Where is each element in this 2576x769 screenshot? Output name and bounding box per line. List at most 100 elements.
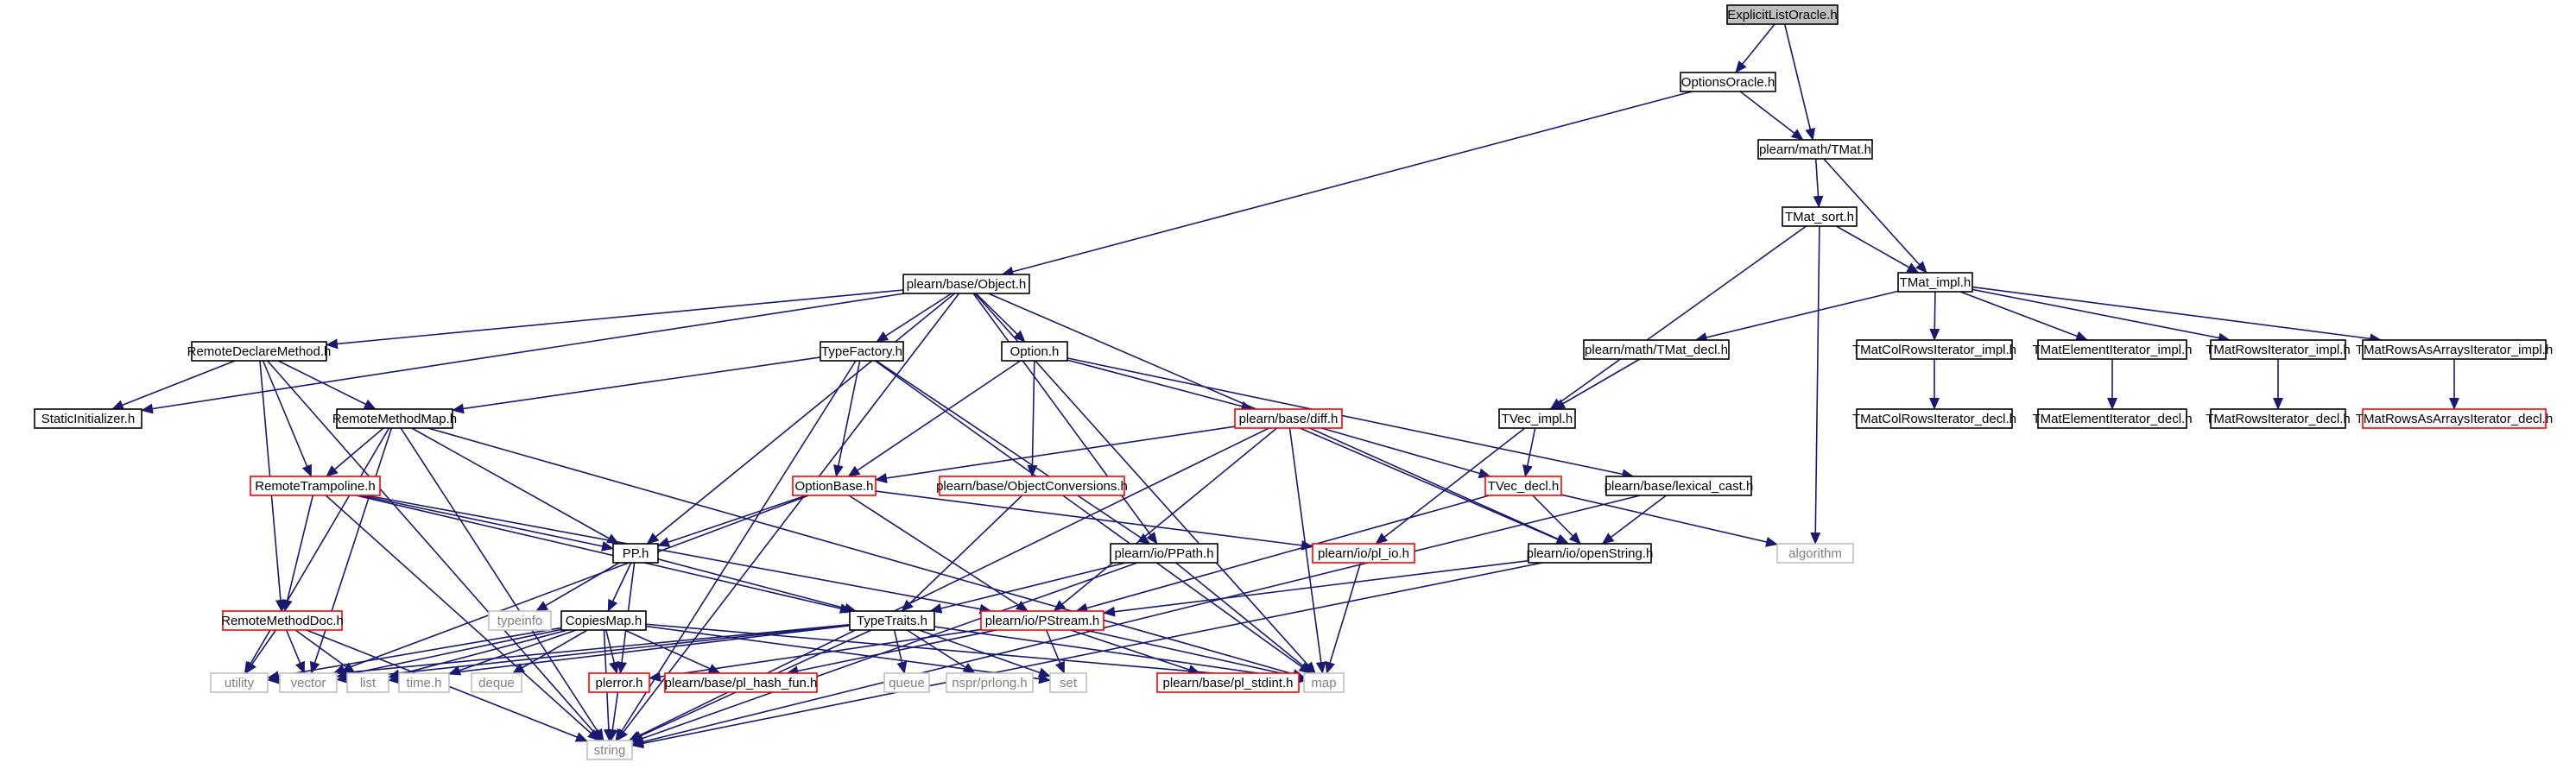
node-optionsoracle[interactable]: OptionsOracle.h [1680, 72, 1776, 92]
edge-typefactory-to-map [874, 360, 1312, 674]
edge-option-to-objconv [1027, 360, 1038, 477]
node-label-rowsimpl: TMatRowsIterator_impl.h [2206, 343, 2351, 357]
node-set[interactable]: set [1049, 672, 1087, 693]
node-explicit[interactable]: ExplicitListOracle.h [1726, 4, 1839, 25]
edge-pph-to-typetraits [657, 558, 858, 614]
edge-object-to-pph [646, 293, 956, 545]
node-label-typetraits: TypeTraits.h [857, 614, 927, 628]
node-box-diff [1234, 408, 1343, 429]
node-arraysimpl[interactable]: TMatRowsAsArraysIterator_impl.h [2356, 339, 2553, 360]
node-remotemethoddoc[interactable]: RemoteMethodDoc.h [221, 610, 344, 631]
edge-pph-to-typeinfo [535, 562, 620, 612]
node-objconv[interactable]: plearn/base/ObjectConversions.h [936, 476, 1128, 496]
node-box-string [586, 740, 633, 760]
node-label-vector: vector [291, 676, 326, 690]
edge-copiesmap-to-set [645, 625, 1051, 684]
edge-pstream-to-map [1085, 629, 1305, 681]
edge-remotemethoddoc-to-vector [285, 629, 306, 674]
node-box-stdint [1156, 672, 1300, 693]
node-label-coldecl: TMatColRowsIterator_decl.h [1852, 412, 2016, 426]
node-pstream[interactable]: plearn/io/PStream.h [980, 610, 1104, 631]
node-hashfun[interactable]: plearn/base/pl_hash_fun.h [664, 672, 818, 693]
node-deque[interactable]: deque [471, 672, 522, 693]
edge-remotemethodmap-to-vector [309, 427, 393, 674]
edge-remotedeclare-to-staticinit [111, 360, 236, 410]
node-copiesmap[interactable]: CopiesMap.h [560, 610, 647, 631]
node-trampoline[interactable]: RemoteTrampoline.h [250, 476, 381, 496]
edge-typetraits-to-vector [336, 624, 851, 684]
edge-optionbase-to-pstream [848, 495, 1029, 612]
edge-tvecimpl-to-plio [1375, 427, 1526, 545]
node-string[interactable]: string [586, 740, 633, 760]
node-label-remotedeclare: RemoteDeclareMethod.h [187, 344, 332, 359]
node-option[interactable]: Option.h [1001, 341, 1068, 362]
node-object[interactable]: plearn/base/Object.h [902, 274, 1030, 294]
node-list[interactable]: list [346, 672, 389, 693]
node-stdint[interactable]: plearn/base/pl_stdint.h [1156, 672, 1300, 693]
edge-trampoline-to-remotemethoddoc [282, 495, 314, 612]
node-coldecl[interactable]: TMatColRowsIterator_decl.h [1852, 408, 2016, 429]
node-timeh[interactable]: time.h [398, 672, 450, 693]
node-colimpl[interactable]: TMatColRowsIterator_impl.h [1852, 339, 2016, 360]
node-staticinit[interactable]: StaticInitializer.h [34, 408, 142, 429]
node-label-tvecdecl: TVec_decl.h [1488, 479, 1560, 494]
node-label-object: plearn/base/Object.h [907, 277, 1026, 292]
node-box-plio [1312, 543, 1415, 564]
node-box-trampoline [250, 476, 381, 496]
node-tvecdecl[interactable]: TVec_decl.h [1484, 476, 1562, 496]
edge-copiesmap-to-list [388, 629, 568, 680]
node-box-tmat [1757, 139, 1873, 160]
node-label-remotemethodmap: RemoteMethodMap.h [332, 412, 457, 426]
edge-typetraits-to-set [918, 629, 1051, 678]
edge-typefactory-to-remotemethodmap [452, 356, 821, 414]
node-elemimpl[interactable]: TMatElementIterator_impl.h [2032, 339, 2193, 360]
node-typetraits[interactable]: TypeTraits.h [849, 610, 935, 631]
node-label-remotemethoddoc: RemoteMethodDoc.h [221, 614, 344, 628]
node-remotemethodmap[interactable]: RemoteMethodMap.h [332, 408, 457, 429]
edge-pph-to-copiesmap [607, 562, 632, 612]
node-queue[interactable]: queue [883, 672, 930, 693]
node-lexicalcast[interactable]: plearn/base/lexical_cast.h [1604, 476, 1754, 496]
edge-object-to-remotedeclare [326, 289, 904, 350]
node-plio[interactable]: plearn/io/pl_io.h [1312, 543, 1415, 564]
edge-objconv-to-typetraits [901, 495, 1023, 612]
node-openstring[interactable]: plearn/io/openString.h [1527, 543, 1654, 564]
edge-tmatimpl-to-tmatdecl [1694, 290, 1899, 343]
node-map[interactable]: map [1303, 672, 1345, 693]
node-typeinfo[interactable]: typeinfo [488, 610, 552, 631]
node-rowsdecl[interactable]: TMatRowsIterator_decl.h [2206, 408, 2351, 429]
edge-diff-to-optionbase [875, 425, 1236, 483]
node-optionbase[interactable]: OptionBase.h [792, 476, 877, 496]
edge-explicit-to-tmat [1783, 23, 1816, 141]
node-box-lexicalcast [1605, 476, 1752, 496]
node-diff[interactable]: plearn/base/diff.h [1234, 408, 1343, 429]
edge-typetraits-to-utility [267, 623, 851, 684]
node-box-copiesmap [560, 610, 647, 631]
node-rowsimpl[interactable]: TMatRowsIterator_impl.h [2206, 339, 2351, 360]
node-box-remotemethodmap [336, 408, 453, 429]
node-elemdecl[interactable]: TMatElementIterator_decl.h [2032, 408, 2193, 429]
node-label-explicit: ExplicitListOracle.h [1727, 8, 1838, 22]
node-remotedeclare[interactable]: RemoteDeclareMethod.h [187, 341, 332, 362]
node-ppath[interactable]: plearn/io/PPath.h [1110, 543, 1218, 564]
node-label-ppath: plearn/io/PPath.h [1114, 546, 1213, 561]
node-vector[interactable]: vector [279, 672, 338, 693]
node-algorithm[interactable]: algorithm [1776, 543, 1854, 564]
node-tmatsort[interactable]: TMat_sort.h [1782, 206, 1858, 227]
node-utility[interactable]: utility [210, 672, 269, 693]
edge-object-to-staticinit [141, 293, 905, 414]
edge-remotemethoddoc-to-utility [244, 629, 277, 674]
node-plerror[interactable]: plerror.h [588, 672, 650, 693]
node-tmatimpl[interactable]: TMat_impl.h [1897, 272, 1973, 293]
node-typefactory[interactable]: TypeFactory.h [820, 341, 904, 362]
node-tmat[interactable]: plearn/math/TMat.h [1757, 139, 1873, 160]
edge-copiesmap-to-deque [512, 629, 588, 674]
node-pph[interactable]: PP.h [612, 543, 659, 564]
node-tvecimpl[interactable]: TVec_impl.h [1498, 408, 1576, 429]
node-box-elemdecl [2037, 408, 2187, 429]
node-tmatdecl[interactable]: plearn/math/TMat_decl.h [1583, 339, 1730, 360]
node-arraysdecl[interactable]: TMatRowsAsArraysIterator_decl.h [2356, 408, 2553, 429]
node-prlong[interactable]: nspr/prlong.h [946, 672, 1034, 693]
